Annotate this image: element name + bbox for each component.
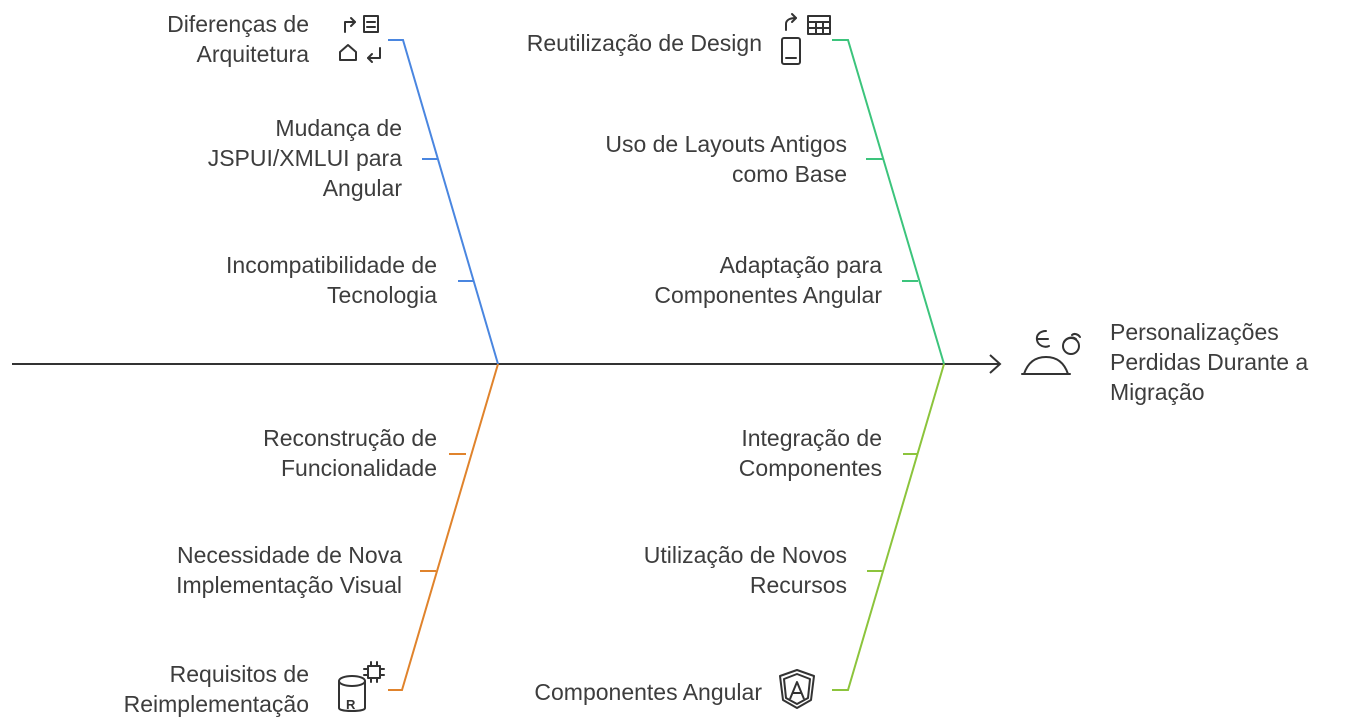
label-line: Implementação Visual [176,572,402,598]
svg-text:R: R [346,697,356,712]
branch-line [832,39,945,365]
label-line: Integração de [741,425,882,451]
spine-arrowhead [989,354,1002,374]
label-line: Tecnologia [327,282,437,308]
label-line: Componentes Angular [654,282,882,308]
architecture-swap-icon [339,15,381,63]
cause-label-mudanca-jspui: Mudança de JSPUI/XMLUI para Angular [208,113,402,203]
label-line: JSPUI/XMLUI para [207,145,402,171]
cause-label-integracao: Integração de Componentes [739,423,882,483]
cause-label-utilizacao: Utilização de Novos Recursos [644,540,847,600]
label-line: Arquitetura [196,41,309,67]
cause-label-necessidade: Necessidade de Nova Implementação Visual [176,540,402,600]
branch-top-right [832,39,945,365]
category-label-componentes-angular: Componentes Angular [534,677,762,707]
cause-label-adaptacao: Adaptação para Componentes Angular [654,250,882,310]
label-line: Uso de Layouts Antigos [605,131,847,157]
label-line: Diferenças de [167,11,309,37]
database-processor-icon: R [338,661,385,712]
label-line: Recursos [749,572,847,598]
label-line: Perdidas Durante a [1110,349,1309,375]
cause-label-uso-layouts: Uso de Layouts Antigos como Base [605,129,847,189]
branch-top-left [388,39,499,365]
effect-label: Personalizações Perdidas Durante a Migra… [1110,317,1308,407]
label-line: Funcionalidade [280,455,437,481]
cause-label-incompatibilidade: Incompatibilidade de Tecnologia [226,250,437,310]
branch-line [832,363,945,691]
label-line: Mudança de [275,115,402,141]
label-line: Componentes [738,455,882,481]
label-line: Componentes Angular [534,679,762,705]
label-line: Personalizações [1110,319,1279,345]
label-line: Incompatibilidade de [226,252,437,278]
label-line: Requisitos de [169,661,309,687]
label-line: Utilização de Novos [643,542,847,568]
label-line: Reconstrução de [263,425,437,451]
label-line: Reutilização de Design [526,30,762,56]
branch-bottom-left [388,363,499,691]
label-line: Adaptação para [719,252,882,278]
branch-bottom-right [832,363,945,691]
angular-logo-icon [779,669,815,709]
category-label-requisitos: Requisitos de Reimplementação [124,659,309,719]
label-line: Reimplementação [123,691,309,717]
category-label-reutilizacao-design: Reutilização de Design [527,28,762,58]
cause-label-reconstrucao: Reconstrução de Funcionalidade [263,423,437,483]
label-line: Migração [1110,379,1205,405]
label-line: Necessidade de Nova [176,542,402,568]
person-thinking-icon [1021,330,1081,375]
label-line: como Base [731,161,847,187]
branch-line [388,39,499,365]
layout-reuse-icon [781,13,831,65]
category-label-diferencas-arquitetura: Diferenças de Arquitetura [167,9,309,69]
branch-line [388,363,499,691]
label-line: Angular [322,175,402,201]
